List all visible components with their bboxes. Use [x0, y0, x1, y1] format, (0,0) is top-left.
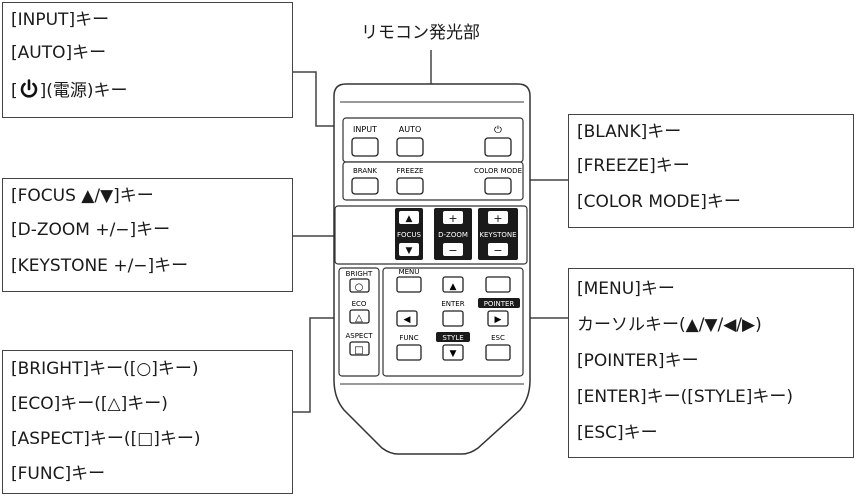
label-bright: BRIGHT	[346, 270, 373, 278]
label-freeze: FREEZE	[397, 167, 424, 175]
callout-line-focus: [FOCUS ▲/▼]キー	[11, 186, 154, 206]
menu-button[interactable]	[396, 276, 422, 293]
eco-button[interactable]	[349, 309, 370, 324]
callout-line-func: [FUNC]キー	[11, 464, 106, 484]
pointer-label-bg	[478, 298, 520, 308]
label-brank: BRANK	[353, 167, 377, 175]
callout-line-cursor: カーソルキー(▲/▼/◀/▶)	[577, 315, 762, 335]
cursor-right-button[interactable]	[487, 310, 509, 327]
cursor-down-icon: ▼	[450, 349, 457, 359]
label-aspect: ASPECT	[345, 332, 373, 340]
label-auto: AUTO	[399, 125, 422, 134]
style-label-bg	[436, 332, 470, 342]
cursor-left-icon: ◀	[404, 315, 411, 325]
dzoom-minus-icon: −	[448, 244, 457, 257]
dzoom-plus-button[interactable]	[443, 211, 463, 224]
cursor-down-button[interactable]	[442, 344, 464, 361]
panel-blank	[342, 161, 524, 201]
func-button[interactable]	[396, 344, 422, 361]
label-func: FUNC	[399, 334, 418, 342]
triangle-icon: △	[355, 313, 363, 324]
callout-line-auto: [AUTO]キー	[11, 43, 107, 63]
label-color-mode: COLOR MODE	[474, 167, 522, 175]
callout-line-eco: [ECO]キー([△]キー)	[11, 394, 168, 414]
callout-menu-cursor-pointer-enter-esc: [MENU]キー カーソルキー(▲/▼/◀/▶) [POINTER]キー [EN…	[568, 268, 854, 458]
power-icon: ⏻	[494, 125, 502, 136]
callout-line-power: [](電源)キー	[11, 79, 128, 101]
freeze-button[interactable]	[396, 177, 424, 195]
callout-bright-eco-aspect-func: [BRIGHT]キー([○]キー) [ECO]キー([△]キー) [ASPECT…	[2, 350, 293, 494]
focus-up-icon: ▲	[406, 214, 413, 224]
square-icon: □	[354, 345, 363, 356]
callout-focus-zoom-keystone: [FOCUS ▲/▼]キー [D-ZOOM +/−]キー [KEYSTONE +…	[2, 178, 293, 292]
dzoom-minus-button[interactable]	[443, 243, 463, 256]
cursor-left-button[interactable]	[396, 310, 418, 327]
auto-button[interactable]	[396, 137, 424, 157]
callout-line-keystone: [KEYSTONE +/−]キー	[11, 256, 189, 276]
power-icon	[20, 79, 37, 98]
aspect-button[interactable]	[349, 341, 370, 356]
cursor-up-icon: ▲	[450, 282, 457, 292]
label-pointer: POINTER	[484, 300, 515, 308]
callout-input-auto-power: [INPUT]キー [AUTO]キー [](電源)キー	[2, 2, 293, 118]
callout-line-enter: [ENTER]キー([STYLE]キー)	[577, 387, 793, 407]
bright-button[interactable]	[349, 278, 370, 293]
callout-line-bright: [BRIGHT]キー([○]キー)	[11, 359, 199, 379]
enter-button[interactable]	[442, 310, 464, 327]
color-mode-button[interactable]	[484, 177, 512, 195]
callout-line-esc: [ESC]キー	[577, 423, 658, 443]
cursor-right-icon: ▶	[495, 315, 502, 325]
callout-line-pointer: [POINTER]キー	[577, 351, 699, 371]
esc-button[interactable]	[485, 344, 511, 361]
callout-line-input: [INPUT]キー	[11, 10, 110, 30]
callout-line-menu: [MENU]キー	[577, 279, 675, 299]
label-dzoom: D-ZOOM	[438, 231, 468, 239]
input-button[interactable]	[351, 137, 379, 157]
label-menu: MENU	[399, 268, 420, 276]
keystone-plus-icon: +	[493, 212, 502, 225]
callout-blank-freeze-colormode: [BLANK]キー [FREEZE]キー [COLOR MODE]キー	[568, 114, 854, 228]
label-style: STYLE	[442, 334, 463, 342]
keystone-minus-icon: −	[493, 244, 502, 257]
label-enter: ENTER	[441, 300, 464, 308]
focus-up-button[interactable]	[399, 211, 419, 224]
circle-icon: ○	[355, 282, 364, 293]
callout-line-blank: [BLANK]キー	[577, 122, 682, 142]
label-eco: ECO	[352, 300, 367, 308]
focus-down-icon: ▼	[406, 246, 413, 256]
label-input: INPUT	[353, 125, 377, 134]
label-esc: ESC	[491, 334, 505, 342]
callout-line-aspect: [ASPECT]キー([□]キー)	[11, 429, 201, 449]
callout-line-colormode: [COLOR MODE]キー	[577, 192, 741, 212]
dzoom-plus-icon: +	[448, 212, 457, 225]
callout-line-freeze: [FREEZE]キー	[577, 156, 690, 176]
keystone-minus-button[interactable]	[488, 243, 508, 256]
cursor-up-button[interactable]	[442, 276, 464, 293]
keystone-plus-button[interactable]	[488, 211, 508, 224]
blank-button[interactable]	[351, 177, 379, 195]
focus-down-button[interactable]	[399, 243, 419, 256]
callout-line-dzoom: [D-ZOOM +/−]キー	[11, 220, 171, 240]
unlabeled-button[interactable]	[485, 276, 511, 293]
label-keystone: KEYSTONE	[479, 231, 516, 239]
label-focus: FOCUS	[397, 231, 422, 239]
power-button[interactable]	[484, 137, 512, 157]
emitter-label: リモコン発光部	[361, 23, 480, 43]
